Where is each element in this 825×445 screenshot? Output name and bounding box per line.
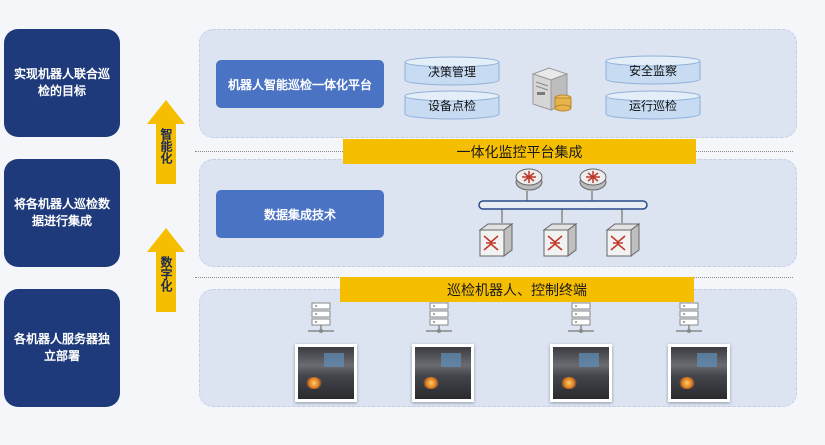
db-inspection: 设备点检 <box>404 90 500 120</box>
network-switch-icon <box>478 222 514 258</box>
server-network-icon <box>566 302 596 334</box>
integration-box: 将各机器人巡检数据进行集成 <box>4 159 120 267</box>
db-safety: 安全监察 <box>605 55 701 85</box>
up-arrow-intelligent: 智能化 <box>147 100 185 184</box>
db-decision: 决策管理 <box>404 56 500 86</box>
goal-box: 实现机器人联合巡检的目标 <box>4 29 120 137</box>
server-network-icon <box>674 302 704 334</box>
db-label-operation: 运行巡检 <box>628 99 677 113</box>
server-network-icon <box>306 302 336 334</box>
robot-inspection-photo <box>668 344 730 402</box>
up-arrow-digital: 数字化 <box>147 228 185 312</box>
db-label-inspection: 设备点检 <box>427 99 476 113</box>
platform-label-box: 机器人智能巡检一体化平台 <box>216 60 384 108</box>
monitor-platform-bar: 一体化监控平台集成 <box>343 139 696 164</box>
db-label-safety: 安全监察 <box>628 64 677 78</box>
robot-inspection-photo <box>412 344 474 402</box>
network-topology <box>474 165 654 260</box>
goal-text: 实现机器人联合巡检的目标 <box>13 67 110 98</box>
server-network-icon <box>424 302 454 334</box>
db-label-decision: 决策管理 <box>427 65 476 79</box>
network-switch-icon <box>605 222 641 258</box>
robot-inspection-photo <box>295 344 357 402</box>
router-icon <box>515 166 543 192</box>
db-operation: 运行巡检 <box>605 90 701 120</box>
robot-inspection-photo <box>550 344 612 402</box>
deployment-box: 各机器人服务器独立部署 <box>4 289 120 407</box>
robot-terminal-bar: 巡检机器人、控制终端 <box>340 277 694 302</box>
arrow-label-intelligent: 智能化 <box>159 128 173 164</box>
server-database-icon <box>527 64 575 114</box>
network-switch-icon <box>542 222 578 258</box>
router-icon <box>579 166 607 192</box>
integration-text: 将各机器人巡检数据进行集成 <box>13 197 110 228</box>
arrow-label-digital: 数字化 <box>159 256 173 292</box>
data-integration-box: 数据集成技术 <box>216 190 384 238</box>
deployment-text: 各机器人服务器独立部署 <box>13 332 110 363</box>
